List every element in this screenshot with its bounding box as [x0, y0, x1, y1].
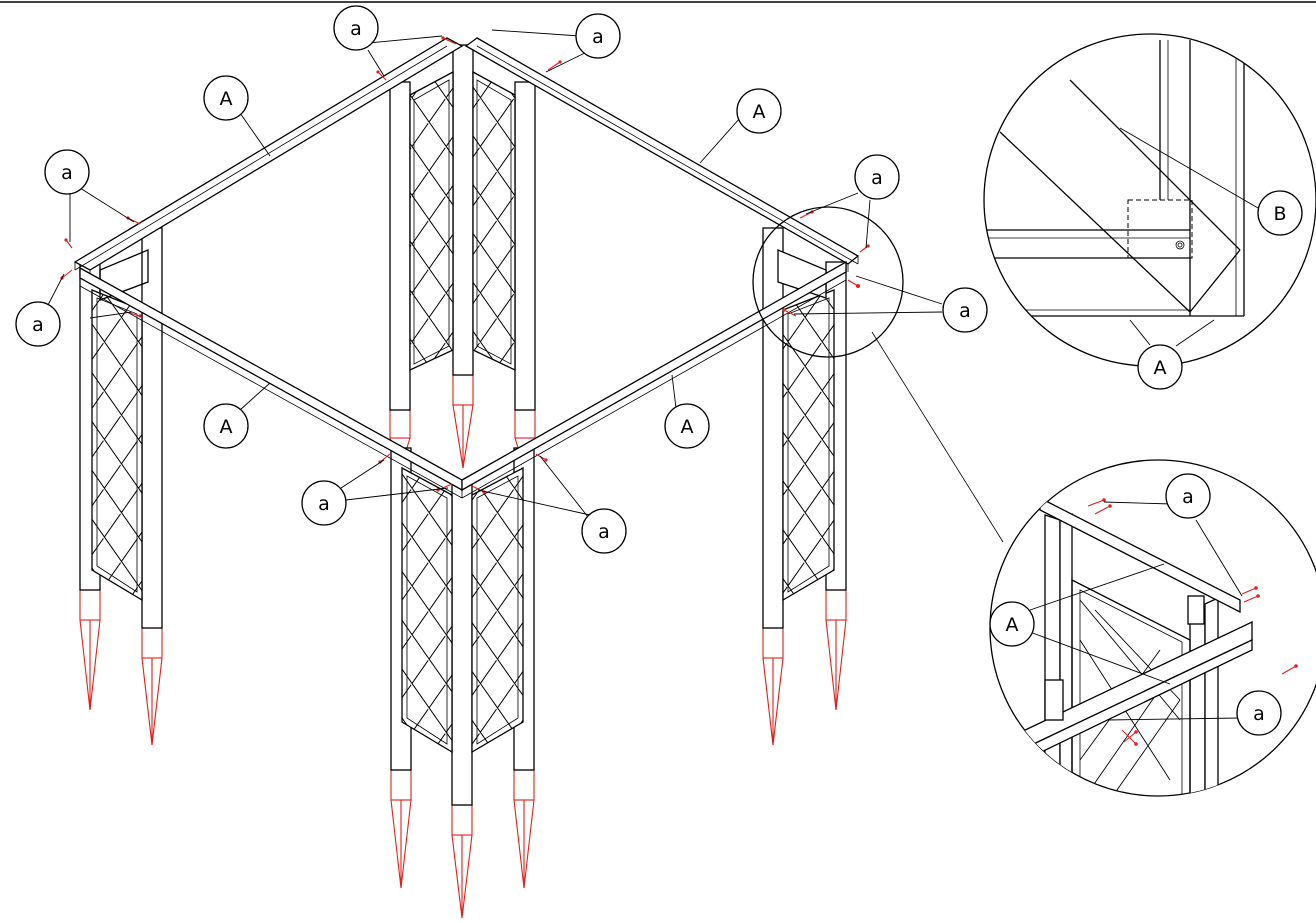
detail-view-screws: [989, 459, 1316, 797]
lattice-panel: [99, 249, 149, 301]
svg-text:a: a: [871, 167, 883, 189]
post: [451, 481, 473, 806]
lattice-panel: [409, 70, 454, 372]
svg-text:a: a: [350, 18, 362, 40]
detail-marker-circle: [752, 206, 904, 358]
callout-bracket-label: B: [1257, 190, 1303, 236]
svg-text:a: a: [1253, 703, 1265, 725]
svg-text:B: B: [1273, 203, 1286, 225]
lattice-panel: [782, 289, 835, 602]
callout-screw-label: a: [942, 287, 988, 333]
callout-beam-label: A: [664, 403, 710, 449]
screw-icon: [782, 308, 797, 317]
lattice-panel: [471, 466, 524, 754]
ground-spike: [513, 769, 535, 889]
lattice-panel: [472, 70, 516, 372]
callout-screw-label: a: [581, 508, 627, 554]
callout-beam-label: A: [736, 88, 782, 134]
detail-connector: [871, 331, 1004, 543]
svg-text:a: a: [61, 162, 73, 184]
screw-icon: [64, 238, 73, 249]
svg-text:a: a: [32, 314, 44, 336]
ground-spike: [141, 627, 163, 746]
screws: [60, 36, 870, 494]
svg-text:A: A: [753, 101, 766, 123]
svg-text:A: A: [220, 416, 233, 438]
callout-screw-label: a: [1236, 690, 1282, 736]
callouts: A A A A A A B a: [15, 5, 1303, 736]
post: [514, 81, 536, 411]
callout-beam-label: A: [1137, 344, 1183, 390]
svg-text:A: A: [681, 416, 694, 438]
callout-screw-label: a: [854, 154, 900, 200]
screw-icon: [441, 36, 457, 45]
ground-spike: [825, 589, 847, 711]
callout-screw-label: a: [15, 301, 61, 347]
ground-spike: [390, 769, 412, 889]
callout-screw-label: a: [333, 5, 379, 51]
callout-screw-label: a: [575, 13, 621, 59]
screw-icon: [376, 70, 387, 81]
post: [762, 227, 784, 629]
callout-screw-label: a: [44, 149, 90, 195]
svg-text:a: a: [1182, 486, 1194, 508]
callout-screw-label: a: [301, 480, 347, 526]
post: [452, 44, 474, 376]
lattice-panel: [401, 466, 453, 754]
svg-text:A: A: [220, 88, 233, 110]
callout-beam-label: A: [203, 403, 249, 449]
lattice-panels: [91, 70, 835, 754]
svg-text:a: a: [959, 300, 971, 322]
leader-lines: [47, 29, 1259, 721]
ground-spike: [452, 374, 474, 469]
post: [389, 81, 411, 411]
ground-spike: [762, 627, 784, 746]
post: [141, 227, 163, 629]
callout-screw-label: a: [1165, 473, 1211, 519]
callout-beam-label: A: [203, 75, 249, 121]
ground-spike: [451, 804, 473, 919]
screw-icon: [859, 244, 870, 253]
ground-spike: [79, 589, 101, 711]
screw-icon: [847, 279, 860, 288]
screw-icon: [126, 216, 141, 225]
svg-text:a: a: [318, 493, 330, 515]
svg-text:A: A: [1006, 614, 1019, 636]
lattice-panel: [91, 289, 143, 602]
callout-beam-label: A: [989, 601, 1035, 647]
svg-text:A: A: [1154, 357, 1167, 379]
screw-icon: [547, 60, 562, 71]
svg-text:a: a: [592, 26, 604, 48]
svg-text:a: a: [598, 521, 610, 543]
